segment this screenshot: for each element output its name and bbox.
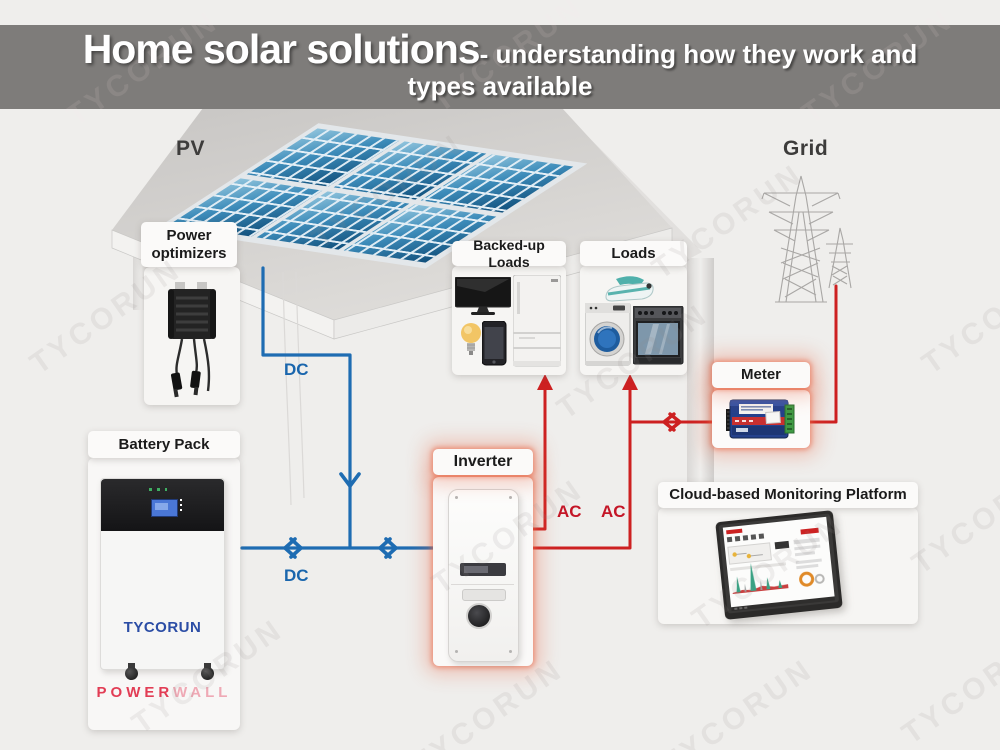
banner-line1: Home solar solutions- understanding how …: [0, 26, 1000, 73]
battery-pack-title: Battery Pack: [88, 431, 240, 458]
ac-label-right: AC: [601, 502, 626, 521]
phone-icon: [482, 321, 507, 366]
battery-lcd-display: [151, 499, 178, 517]
grid-label: Grid: [783, 137, 829, 160]
fridge-icon: [513, 275, 561, 367]
oven-icon: [633, 306, 684, 365]
inverter-card: [433, 477, 533, 666]
ac-arrowheads: [537, 374, 638, 390]
battery-top-panel: [101, 479, 224, 531]
page-subtitle-part2: types available: [407, 71, 593, 101]
title-banner: Home solar solutions- understanding how …: [0, 25, 1000, 109]
page-subtitle-part1: - understanding how they work and: [479, 39, 918, 69]
grid-tower-icon: [761, 175, 853, 303]
iron-icon: [605, 276, 654, 302]
battery-device: TYCORUN: [100, 478, 225, 680]
meter-title: Meter: [712, 362, 810, 388]
ac-label-left: AC: [557, 502, 582, 521]
inverter-title: Inverter: [433, 449, 533, 475]
dc-line: [240, 266, 448, 559]
inverter-display: [460, 563, 506, 576]
power-optimizers-card: [144, 267, 240, 405]
ac-line: [531, 284, 838, 550]
battery-wheel-icon: [201, 663, 214, 680]
battery-pack-card: TYCORUN POWERWALL: [88, 458, 240, 730]
meter-device: [726, 399, 795, 439]
washer-icon: [585, 303, 631, 366]
backed-up-loads-card: [452, 266, 566, 375]
battery-brand-logo: TYCORUN: [123, 619, 202, 636]
monitoring-title: Cloud-based Monitoring Platform: [658, 482, 918, 508]
dc-label-top: DC: [284, 360, 309, 379]
pv-label: PV: [176, 137, 206, 160]
page-title: Home solar solutions: [82, 26, 481, 72]
inverter-switch-knob: [466, 603, 492, 629]
battery-wheel-icon: [125, 663, 138, 680]
loads-title: Loads: [580, 241, 687, 266]
battery-status-dots: [180, 499, 182, 514]
backed-up-loads-title: Backed-up Loads: [452, 237, 566, 270]
loads-card: [580, 266, 687, 375]
tv-icon: [455, 277, 511, 315]
power-optimizers-title: Power optimizers: [141, 222, 237, 267]
meter-card: [712, 390, 810, 448]
power-optimizer-device: [168, 282, 216, 398]
battery-model-logo: POWERWALL: [96, 684, 232, 701]
monitoring-screen-icon: [715, 510, 843, 620]
dc-label-bottom: DC: [284, 566, 309, 585]
battery-led-indicators: [149, 488, 167, 491]
bulb-icon: [461, 323, 481, 355]
inverter-device: [448, 489, 519, 662]
monitoring-card: [658, 508, 918, 624]
inverter-handle: [462, 589, 506, 601]
